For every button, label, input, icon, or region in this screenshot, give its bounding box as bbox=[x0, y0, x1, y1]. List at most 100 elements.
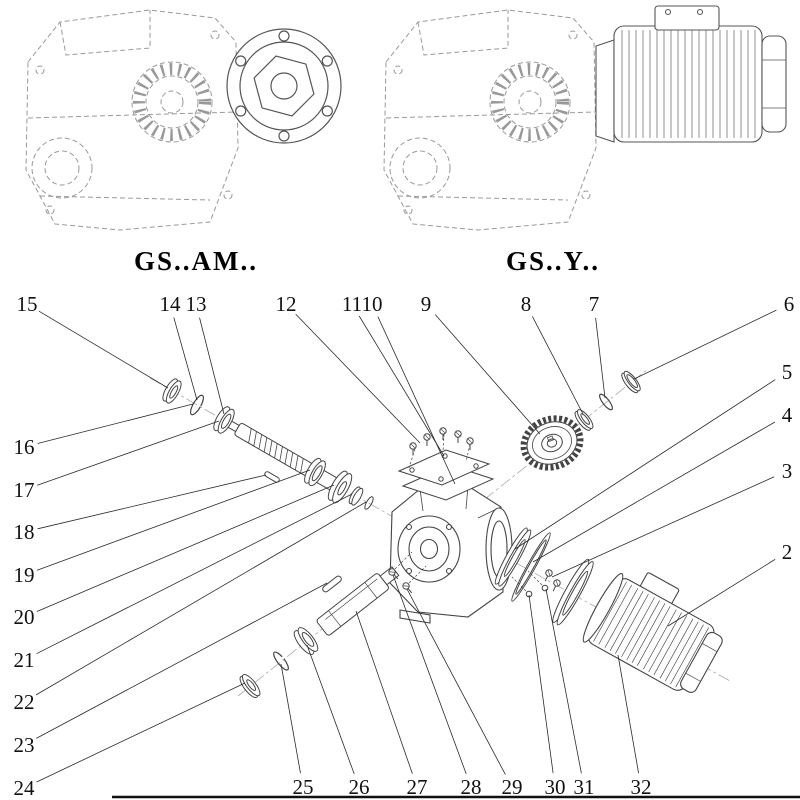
part-cover-bolts-12 bbox=[409, 427, 474, 456]
part-oil-seal-15 bbox=[162, 378, 182, 404]
part-bearing-19 bbox=[304, 457, 326, 487]
leader-line-27 bbox=[355, 610, 413, 774]
callout-number-31: 31 bbox=[574, 775, 595, 799]
part-motor-2 bbox=[582, 572, 723, 693]
flange-hex-hub bbox=[253, 55, 315, 117]
housing-bore bbox=[397, 515, 461, 583]
callout-number-12: 12 bbox=[276, 292, 297, 316]
callout-number-14: 14 bbox=[160, 292, 182, 316]
callout-number-20: 20 bbox=[14, 605, 35, 629]
drawing-motor-y bbox=[595, 5, 787, 143]
drawing-gearbox-y bbox=[383, 9, 597, 231]
part-gasket-ring-4 bbox=[511, 532, 551, 602]
motor-y-end-cap bbox=[761, 35, 787, 133]
callout-number-30: 30 bbox=[545, 775, 566, 799]
leader-line-16 bbox=[37, 403, 194, 444]
callout-number-24: 24 bbox=[14, 776, 36, 800]
leader-line-15 bbox=[38, 310, 169, 389]
gearbox-y-bore-teeth bbox=[491, 63, 569, 141]
part-ring-22 bbox=[364, 496, 374, 510]
leader-line-18 bbox=[37, 474, 267, 530]
motor-y-flange bbox=[595, 39, 615, 143]
leader-line-4 bbox=[532, 421, 776, 563]
callout-number-15: 15 bbox=[17, 292, 38, 316]
leader-line-24 bbox=[36, 682, 246, 783]
part-bolts-28-29 bbox=[386, 551, 427, 596]
leader-line-31 bbox=[545, 588, 582, 774]
callout-number-27: 27 bbox=[407, 775, 428, 799]
part-ring-6 bbox=[621, 370, 641, 394]
part-cover-assembly bbox=[397, 427, 495, 501]
callout-number-17: 17 bbox=[14, 478, 35, 502]
leader-line-19 bbox=[36, 469, 311, 571]
leader-line-8 bbox=[532, 316, 584, 415]
gearbox-am-bore-teeth bbox=[133, 63, 211, 141]
part-motor-adapter-32 bbox=[552, 558, 594, 626]
part-shim-8 bbox=[574, 409, 594, 431]
callout-number-29: 29 bbox=[502, 775, 523, 799]
leader-line-7 bbox=[595, 317, 606, 399]
part-disc-20 bbox=[327, 470, 353, 504]
part-retaining-ring-16 bbox=[189, 394, 205, 416]
leader-line-32 bbox=[617, 654, 639, 774]
leader-line-25 bbox=[280, 663, 301, 774]
callout-number-23: 23 bbox=[14, 733, 35, 757]
callout-number-2: 2 bbox=[782, 540, 793, 564]
part-pin-18 bbox=[264, 471, 280, 483]
part-washer-24 bbox=[239, 673, 261, 699]
leader-line-30 bbox=[528, 594, 554, 774]
leader-line-2 bbox=[667, 559, 776, 627]
callout-number-16: 16 bbox=[14, 435, 35, 459]
part-output-shaft-27 bbox=[316, 566, 400, 636]
motor-y-terminal-box bbox=[654, 5, 720, 31]
part-worm-shaft bbox=[225, 419, 349, 495]
model-label-am: GS..AM.. bbox=[134, 246, 258, 276]
part-key-23 bbox=[322, 575, 342, 593]
gearbox-y-outline bbox=[383, 9, 597, 231]
gearbox-am-outline bbox=[25, 9, 239, 231]
callout-number-11: 11 bbox=[342, 292, 362, 316]
leader-line-22 bbox=[35, 501, 367, 696]
part-worm-gear-9 bbox=[520, 415, 584, 471]
leader-line-12 bbox=[295, 313, 421, 444]
callout-number-26: 26 bbox=[349, 775, 370, 799]
callout-number-28: 28 bbox=[461, 775, 482, 799]
leader-line-20 bbox=[36, 484, 335, 612]
part-bearing-17 bbox=[213, 406, 235, 434]
callout-number-32: 32 bbox=[631, 775, 652, 799]
motor-end-cap bbox=[680, 631, 723, 693]
callout-number-19: 19 bbox=[14, 563, 35, 587]
model-label-y: GS..Y.. bbox=[506, 246, 600, 276]
leader-line-14 bbox=[173, 317, 198, 401]
leader-line-13 bbox=[199, 317, 225, 415]
part-housing bbox=[389, 485, 513, 624]
callout-number-22: 22 bbox=[14, 690, 35, 714]
leader-line-21 bbox=[36, 493, 353, 655]
leader-line-29 bbox=[406, 588, 506, 775]
part-washer-21 bbox=[348, 486, 364, 506]
callout-number-10: 10 bbox=[362, 292, 383, 316]
callout-number-13: 13 bbox=[186, 292, 207, 316]
part-bearing-26 bbox=[293, 627, 319, 655]
leader-line-17 bbox=[37, 420, 220, 486]
flange-disc bbox=[226, 28, 342, 144]
callout-number-6: 6 bbox=[784, 292, 795, 316]
callout-number-7: 7 bbox=[589, 292, 600, 316]
motor-front-flange bbox=[582, 573, 624, 643]
callout-number-21: 21 bbox=[14, 648, 35, 672]
leader-line-10 bbox=[377, 316, 456, 485]
leader-line-28 bbox=[392, 574, 467, 775]
callout-number-5: 5 bbox=[782, 360, 793, 384]
callout-number-18: 18 bbox=[14, 520, 35, 544]
leader-line-11 bbox=[358, 315, 445, 457]
leader-line-23 bbox=[36, 582, 328, 739]
motor-fins bbox=[593, 581, 710, 688]
callout-number-8: 8 bbox=[521, 292, 532, 316]
leader-line-6 bbox=[633, 309, 777, 380]
leader-line-9 bbox=[434, 314, 541, 435]
callout-number-3: 3 bbox=[782, 459, 793, 483]
leader-line-26 bbox=[306, 644, 355, 775]
